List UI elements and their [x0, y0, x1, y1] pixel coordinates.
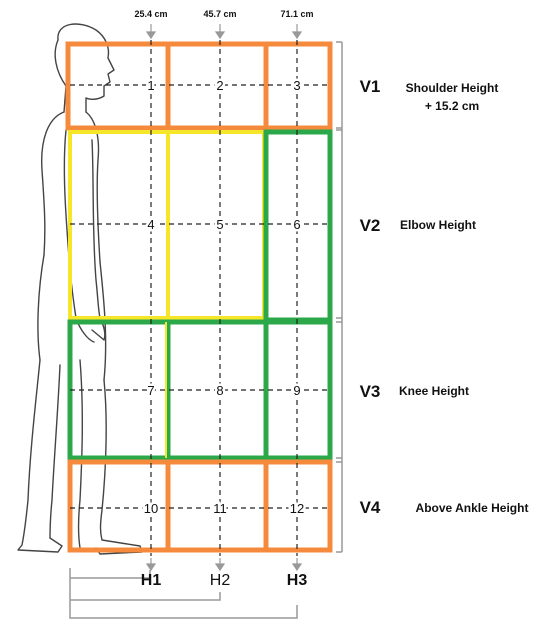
- zone-number: 1: [147, 78, 154, 93]
- row-label-v2: V2: [360, 216, 381, 235]
- row-description-v2: Elbow Height: [400, 218, 476, 232]
- zone-number: 4: [147, 217, 154, 232]
- row-label-v4: V4: [360, 498, 381, 517]
- zone-number: 9: [293, 383, 300, 398]
- zone-numbers: 1 2 3 4 5 6 7 8 9 10 11 12: [141, 76, 306, 519]
- zone-9-rect: [263, 319, 333, 461]
- human-figure-outline: [17, 23, 143, 555]
- row-description-v3: Knee Height: [399, 384, 469, 398]
- zone-number: 3: [293, 78, 300, 93]
- zone-number: 5: [216, 217, 223, 232]
- row-description-v1-line1: Shoulder Height: [406, 81, 499, 95]
- zone-number: 7: [147, 383, 154, 398]
- column-label-h2: H2: [210, 572, 231, 589]
- zone-number: 12: [290, 501, 304, 516]
- top-arrows: [145, 24, 303, 40]
- distance-label-h1: 25.4 cm: [134, 9, 167, 19]
- row-description-v4: Above Ankle Height: [416, 501, 529, 515]
- horizontal-brackets: [69, 568, 298, 619]
- zone-number: 10: [144, 501, 158, 516]
- zone-rectangles: [65, 41, 333, 553]
- row-label-v3: V3: [360, 382, 381, 401]
- dashed-guides: [70, 40, 330, 556]
- zone-12-rect: [263, 459, 333, 553]
- zone-number: 2: [216, 78, 223, 93]
- column-label-h1: H1: [141, 572, 162, 589]
- bottom-arrows: [145, 558, 303, 572]
- zone-3-rect: [263, 41, 333, 131]
- vertical-bracket: [336, 41, 343, 553]
- column-label-h3: H3: [287, 572, 308, 589]
- row-label-v1: V1: [360, 77, 381, 96]
- row-description-v1-line2: + 15.2 cm: [425, 99, 479, 113]
- distance-label-h3: 71.1 cm: [280, 9, 313, 19]
- zone-number: 6: [293, 217, 300, 232]
- distance-label-h2: 45.7 cm: [203, 9, 236, 19]
- zone-number: 11: [213, 501, 227, 516]
- zone-number: 8: [216, 383, 223, 398]
